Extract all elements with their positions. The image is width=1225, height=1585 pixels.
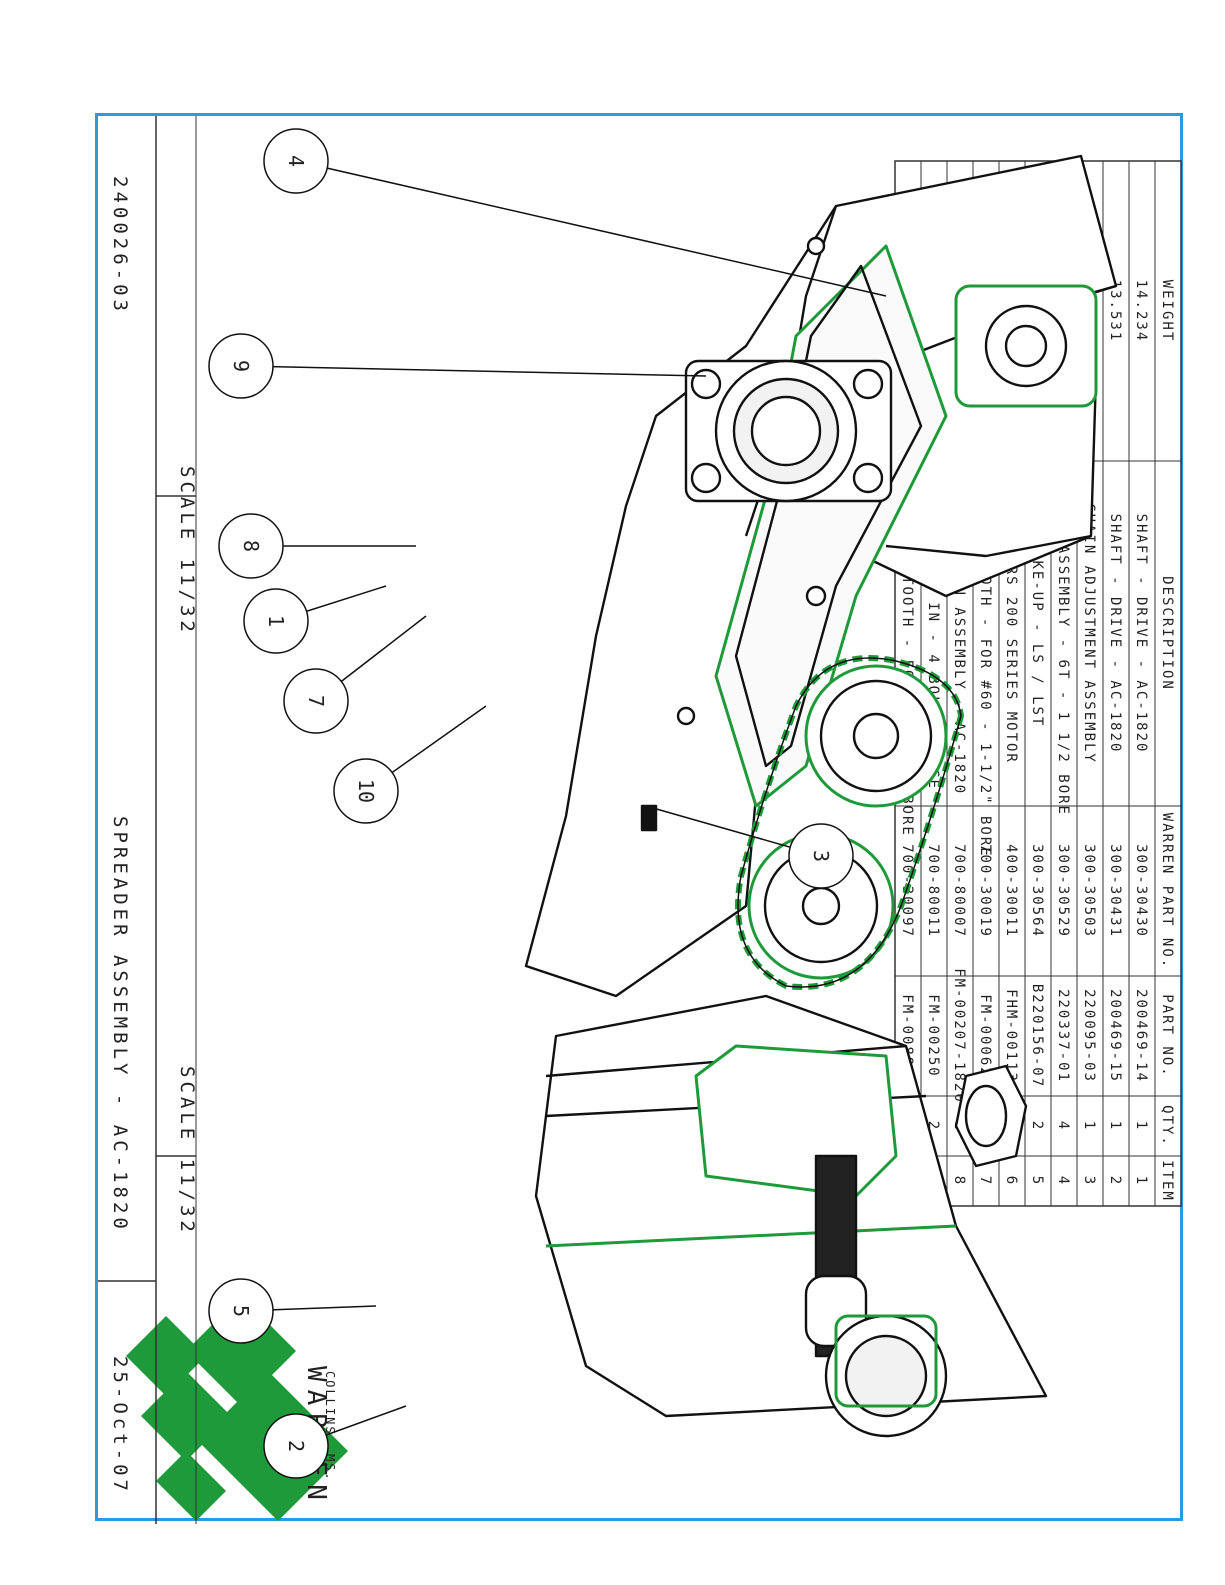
bom-cell: B220156-07: [1029, 984, 1045, 1088]
bom-cell: 300-30564: [1029, 844, 1045, 938]
bom-cell: 200469-14: [1133, 989, 1149, 1083]
bom-cell: 4: [1055, 1121, 1071, 1131]
bom-cell: SHAFT - DRIVE - AC-1820: [1133, 514, 1149, 754]
bom-cell: 7: [977, 1176, 993, 1186]
balloon-number: 10: [354, 779, 378, 803]
logo-location: COLLINS, MS.: [323, 1371, 337, 1482]
balloon-circle: [218, 513, 284, 579]
balloon-number: 7: [304, 695, 328, 707]
bom-cell: TAKE-UP - LS / LST: [1029, 540, 1045, 728]
balloon-circle: [208, 333, 274, 399]
balloon-circle: [283, 668, 349, 734]
bom-cell: 700-80007: [951, 844, 967, 938]
bom-cell: 1: [1107, 1121, 1123, 1131]
bom-cell: 700-30019: [977, 844, 993, 938]
balloon-number: 1: [264, 615, 288, 627]
bom-cell: 2: [1107, 1176, 1123, 1186]
bom-cell: 2: [1029, 1121, 1045, 1131]
bom-cell: FM-00207-1820: [951, 968, 967, 1104]
balloon-leader: [295, 160, 887, 297]
drawing-date: 25-Oct-07: [109, 1356, 131, 1495]
bom-header-cell: ITEM: [1159, 1160, 1175, 1202]
bom-cell: FM-00062: [977, 994, 993, 1077]
drawing-title: SPREADER ASSEMBLY - AC-1820: [109, 816, 131, 1233]
bom-cell: 220095-03: [1081, 989, 1097, 1083]
sprocket-10: [747, 832, 895, 980]
bom-cell: 300-30529: [1055, 844, 1071, 938]
bom-cell: CHAIN ADJUSTMENT ASSEMBLY: [1081, 503, 1097, 764]
balloon-circle: [243, 588, 309, 654]
balloon-circle: [333, 758, 399, 824]
balloon-circle: [263, 128, 329, 194]
bom-cell: 700-80011: [925, 844, 941, 938]
bom-cell: 2: [925, 1121, 941, 1131]
bom-header-cell: PART NO.: [1159, 994, 1175, 1077]
balloon-number: 3: [809, 850, 833, 862]
bom-cell: FM-00250: [925, 994, 941, 1077]
bom-header-cell: WEIGHT: [1159, 280, 1175, 343]
balloon-number: 5: [229, 1305, 253, 1317]
motor-housing: [954, 284, 1098, 408]
bearing-9: [684, 359, 893, 503]
bom-header-cell: WARREN PART NO.: [1159, 813, 1175, 969]
scale-main-label: SCALE 11/32: [176, 466, 198, 636]
bom-cell: 200469-15: [1107, 989, 1123, 1083]
balloon-leader: [240, 365, 707, 377]
bom-cell: 300-30503: [1081, 844, 1097, 938]
balloon-number: 8: [239, 540, 263, 552]
bom-cell: 3: [1081, 1176, 1097, 1186]
scale-detail-label: SCALE 11/32: [176, 1066, 198, 1236]
balloon-circle: [208, 1278, 274, 1344]
bom-cell: 6: [1003, 1176, 1019, 1186]
bom-cell: 400-30011: [1003, 844, 1019, 938]
bom-header-cell: QTY.: [1159, 1105, 1175, 1147]
warren-logo-mark: [126, 1296, 348, 1521]
bom-cell: 1: [1133, 1121, 1149, 1131]
title-block: [98, 116, 197, 1524]
sprocket-7: [804, 664, 948, 808]
bom-cell: 8: [951, 1176, 967, 1186]
bom-cell: 5: [1029, 1176, 1045, 1186]
detail-takeup-view: [534, 994, 1048, 1438]
item-balloons: 1 2 3 4 5 7 8 9 10: [208, 128, 887, 1479]
drawing-number: 240026-03: [109, 176, 131, 315]
bom-cell: 13.531: [1107, 280, 1123, 343]
balloon-number: 9: [229, 360, 253, 372]
bom-header-cell: DESCRIPTION: [1159, 576, 1175, 691]
balloon-number: 4: [284, 155, 308, 167]
bom-cell: 1: [1133, 1176, 1149, 1186]
bom-cell: 4: [1055, 1176, 1071, 1186]
balloon-circle: [263, 1413, 329, 1479]
bom-cell: SHAFT - DRIVE - AC-1820: [1107, 514, 1123, 754]
bom-cell: 1: [1081, 1121, 1097, 1131]
bom-cell: 14.234: [1133, 280, 1149, 343]
balloon-circle: [788, 823, 854, 889]
bom-cell: 220337-01: [1055, 989, 1071, 1083]
balloon-number: 2: [284, 1440, 308, 1452]
bom-cell: 300-30431: [1107, 844, 1123, 938]
bom-cell: FHM-00113: [1003, 989, 1019, 1083]
main-assembly-view: [524, 154, 1118, 998]
bom-cell: 300-30430: [1133, 844, 1149, 938]
